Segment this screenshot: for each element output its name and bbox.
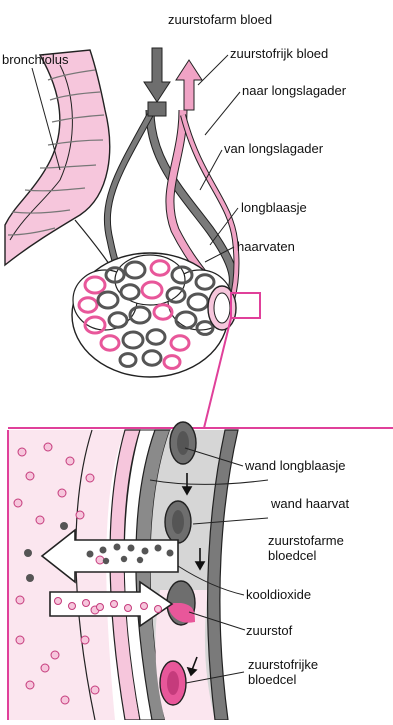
down-arrow-icon bbox=[144, 48, 170, 116]
co2-molecule bbox=[142, 548, 149, 555]
co2-molecule bbox=[87, 551, 94, 558]
label-zuurstof: zuurstof bbox=[246, 623, 292, 638]
label-zuurstofarme-line1: zuurstofarme bbox=[268, 533, 344, 548]
label-zuurstofrijke-line2: bloedcel bbox=[248, 672, 318, 687]
label-longblaasje: longblaasje bbox=[241, 200, 307, 215]
bloedcel-oxygenated bbox=[160, 661, 186, 705]
oxygen-molecule bbox=[97, 604, 104, 611]
oxygen-molecule bbox=[26, 472, 34, 480]
label-zuurstofrijke-line1: zuurstofrijke bbox=[248, 657, 318, 672]
oxygen-molecule bbox=[14, 499, 22, 507]
oxygen-molecule bbox=[66, 457, 74, 465]
co2-molecule bbox=[100, 547, 107, 554]
co2-molecule bbox=[24, 549, 32, 557]
label-wand-longblaasje: wand longblaasje bbox=[245, 458, 345, 473]
label-zuurstofrijke-bloedcel: zuurstofrijke bloedcel bbox=[248, 657, 318, 687]
co2-molecule bbox=[128, 545, 135, 552]
oxygen-molecule bbox=[41, 664, 49, 672]
bronchiolus-tube bbox=[5, 50, 120, 280]
oxygen-molecule bbox=[125, 605, 132, 612]
detail-view bbox=[8, 430, 238, 720]
label-zuurstofarm-bloed: zuurstofarm bloed bbox=[168, 12, 272, 27]
oxygen-molecule bbox=[111, 601, 118, 608]
label-kooldioxide: kooldioxide bbox=[246, 587, 311, 602]
label-van-longslagader: van longslagader bbox=[224, 141, 323, 156]
oxygen-molecule bbox=[16, 636, 24, 644]
oxygen-molecule bbox=[83, 600, 90, 607]
oxygen-molecule bbox=[44, 443, 52, 451]
label-zuurstofarme-line2: bloedcel bbox=[268, 548, 344, 563]
oxygen-molecule bbox=[51, 651, 59, 659]
oxygen-molecule bbox=[96, 556, 104, 564]
label-bronchiolus: bronchiolus bbox=[2, 52, 69, 67]
oxygen-molecule bbox=[86, 474, 94, 482]
co2-molecule bbox=[26, 574, 34, 582]
oxygen-molecule bbox=[55, 598, 62, 605]
co2-molecule bbox=[114, 544, 121, 551]
co2-molecule bbox=[167, 550, 174, 557]
oxygen-molecule bbox=[155, 606, 162, 613]
label-wand-haarvat: wand haarvat bbox=[271, 496, 349, 511]
label-haarvaten: haarvaten bbox=[237, 239, 295, 254]
oxygen-molecule bbox=[81, 636, 89, 644]
oxygen-molecule bbox=[58, 489, 66, 497]
oxygen-molecule bbox=[36, 516, 44, 524]
oxygen-molecule bbox=[91, 686, 99, 694]
oxygen-molecule bbox=[76, 511, 84, 519]
label-zuurstofrijk-bloed: zuurstofrijk bloed bbox=[230, 46, 328, 61]
co2-molecule bbox=[60, 522, 68, 530]
label-naar-longslagader: naar longslagader bbox=[242, 83, 346, 98]
oxygen-molecule bbox=[69, 603, 76, 610]
co2-molecule bbox=[121, 556, 127, 562]
co2-molecule bbox=[155, 545, 162, 552]
oxygen-molecule bbox=[61, 696, 69, 704]
oxygen-molecule bbox=[26, 681, 34, 689]
oxygen-molecule bbox=[141, 603, 148, 610]
oxygen-molecule bbox=[16, 596, 24, 604]
co2-molecule bbox=[137, 557, 143, 563]
oxygen-molecule bbox=[18, 448, 26, 456]
label-zuurstofarme-bloedcel: zuurstofarme bloedcel bbox=[268, 533, 344, 563]
co2-molecule bbox=[103, 558, 109, 564]
